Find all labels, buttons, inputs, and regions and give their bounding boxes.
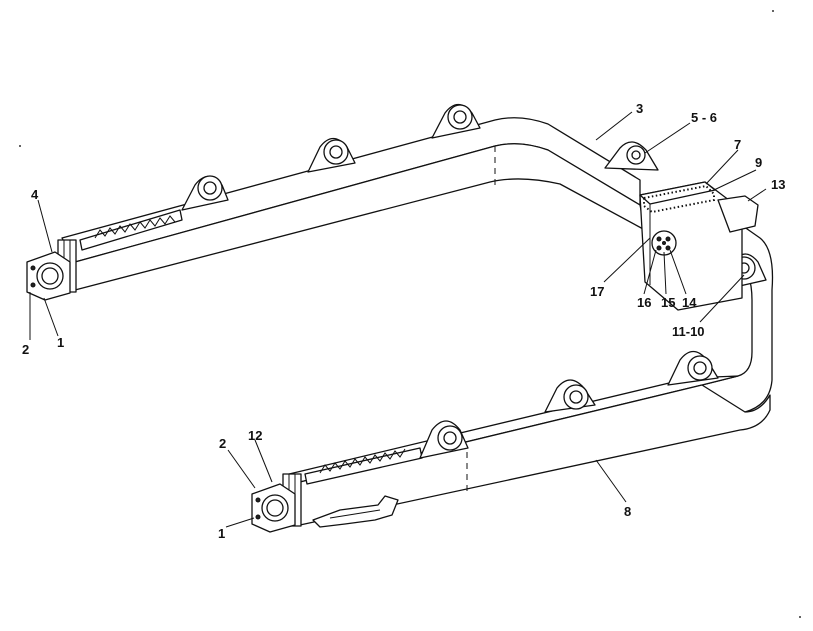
speck <box>799 616 801 618</box>
mounting-lug <box>181 175 229 211</box>
speck <box>772 10 774 12</box>
mounting-lug <box>667 350 719 386</box>
callout-8: 8 <box>624 504 631 519</box>
top-arm-end-fitting <box>26 209 183 301</box>
callout-17: 17 <box>590 284 604 299</box>
callout-1-bottom: 1 <box>218 526 225 541</box>
mounting-lug <box>544 379 596 413</box>
callout-11-10: 11-10 <box>672 324 705 339</box>
callout-7: 7 <box>734 137 741 152</box>
leader-lines <box>29 111 767 528</box>
callout-16: 16 <box>637 295 651 310</box>
callout-2-top: 2 <box>22 342 29 357</box>
speck <box>19 145 21 147</box>
callout-13: 13 <box>771 177 785 192</box>
mounting-lug <box>419 420 469 459</box>
callout-2-bottom: 2 <box>219 436 226 451</box>
callout-1-top: 1 <box>57 335 64 350</box>
callout-labels: 3 5 - 6 7 9 13 4 2 1 17 16 15 14 11-10 2… <box>22 101 785 541</box>
callout-9: 9 <box>755 155 762 170</box>
bottom-arm-end-fitting <box>251 447 423 533</box>
callout-12: 12 <box>248 428 262 443</box>
junction-box <box>639 181 759 311</box>
callout-15: 15 <box>661 295 675 310</box>
mounting-lug <box>307 137 356 173</box>
callout-5-6: 5 - 6 <box>691 110 717 125</box>
callout-14: 14 <box>682 295 697 310</box>
callout-3: 3 <box>636 101 643 116</box>
u-frame <box>61 117 774 526</box>
mounting-lug <box>604 141 659 171</box>
callout-4: 4 <box>31 187 39 202</box>
mounting-lug <box>431 103 481 139</box>
